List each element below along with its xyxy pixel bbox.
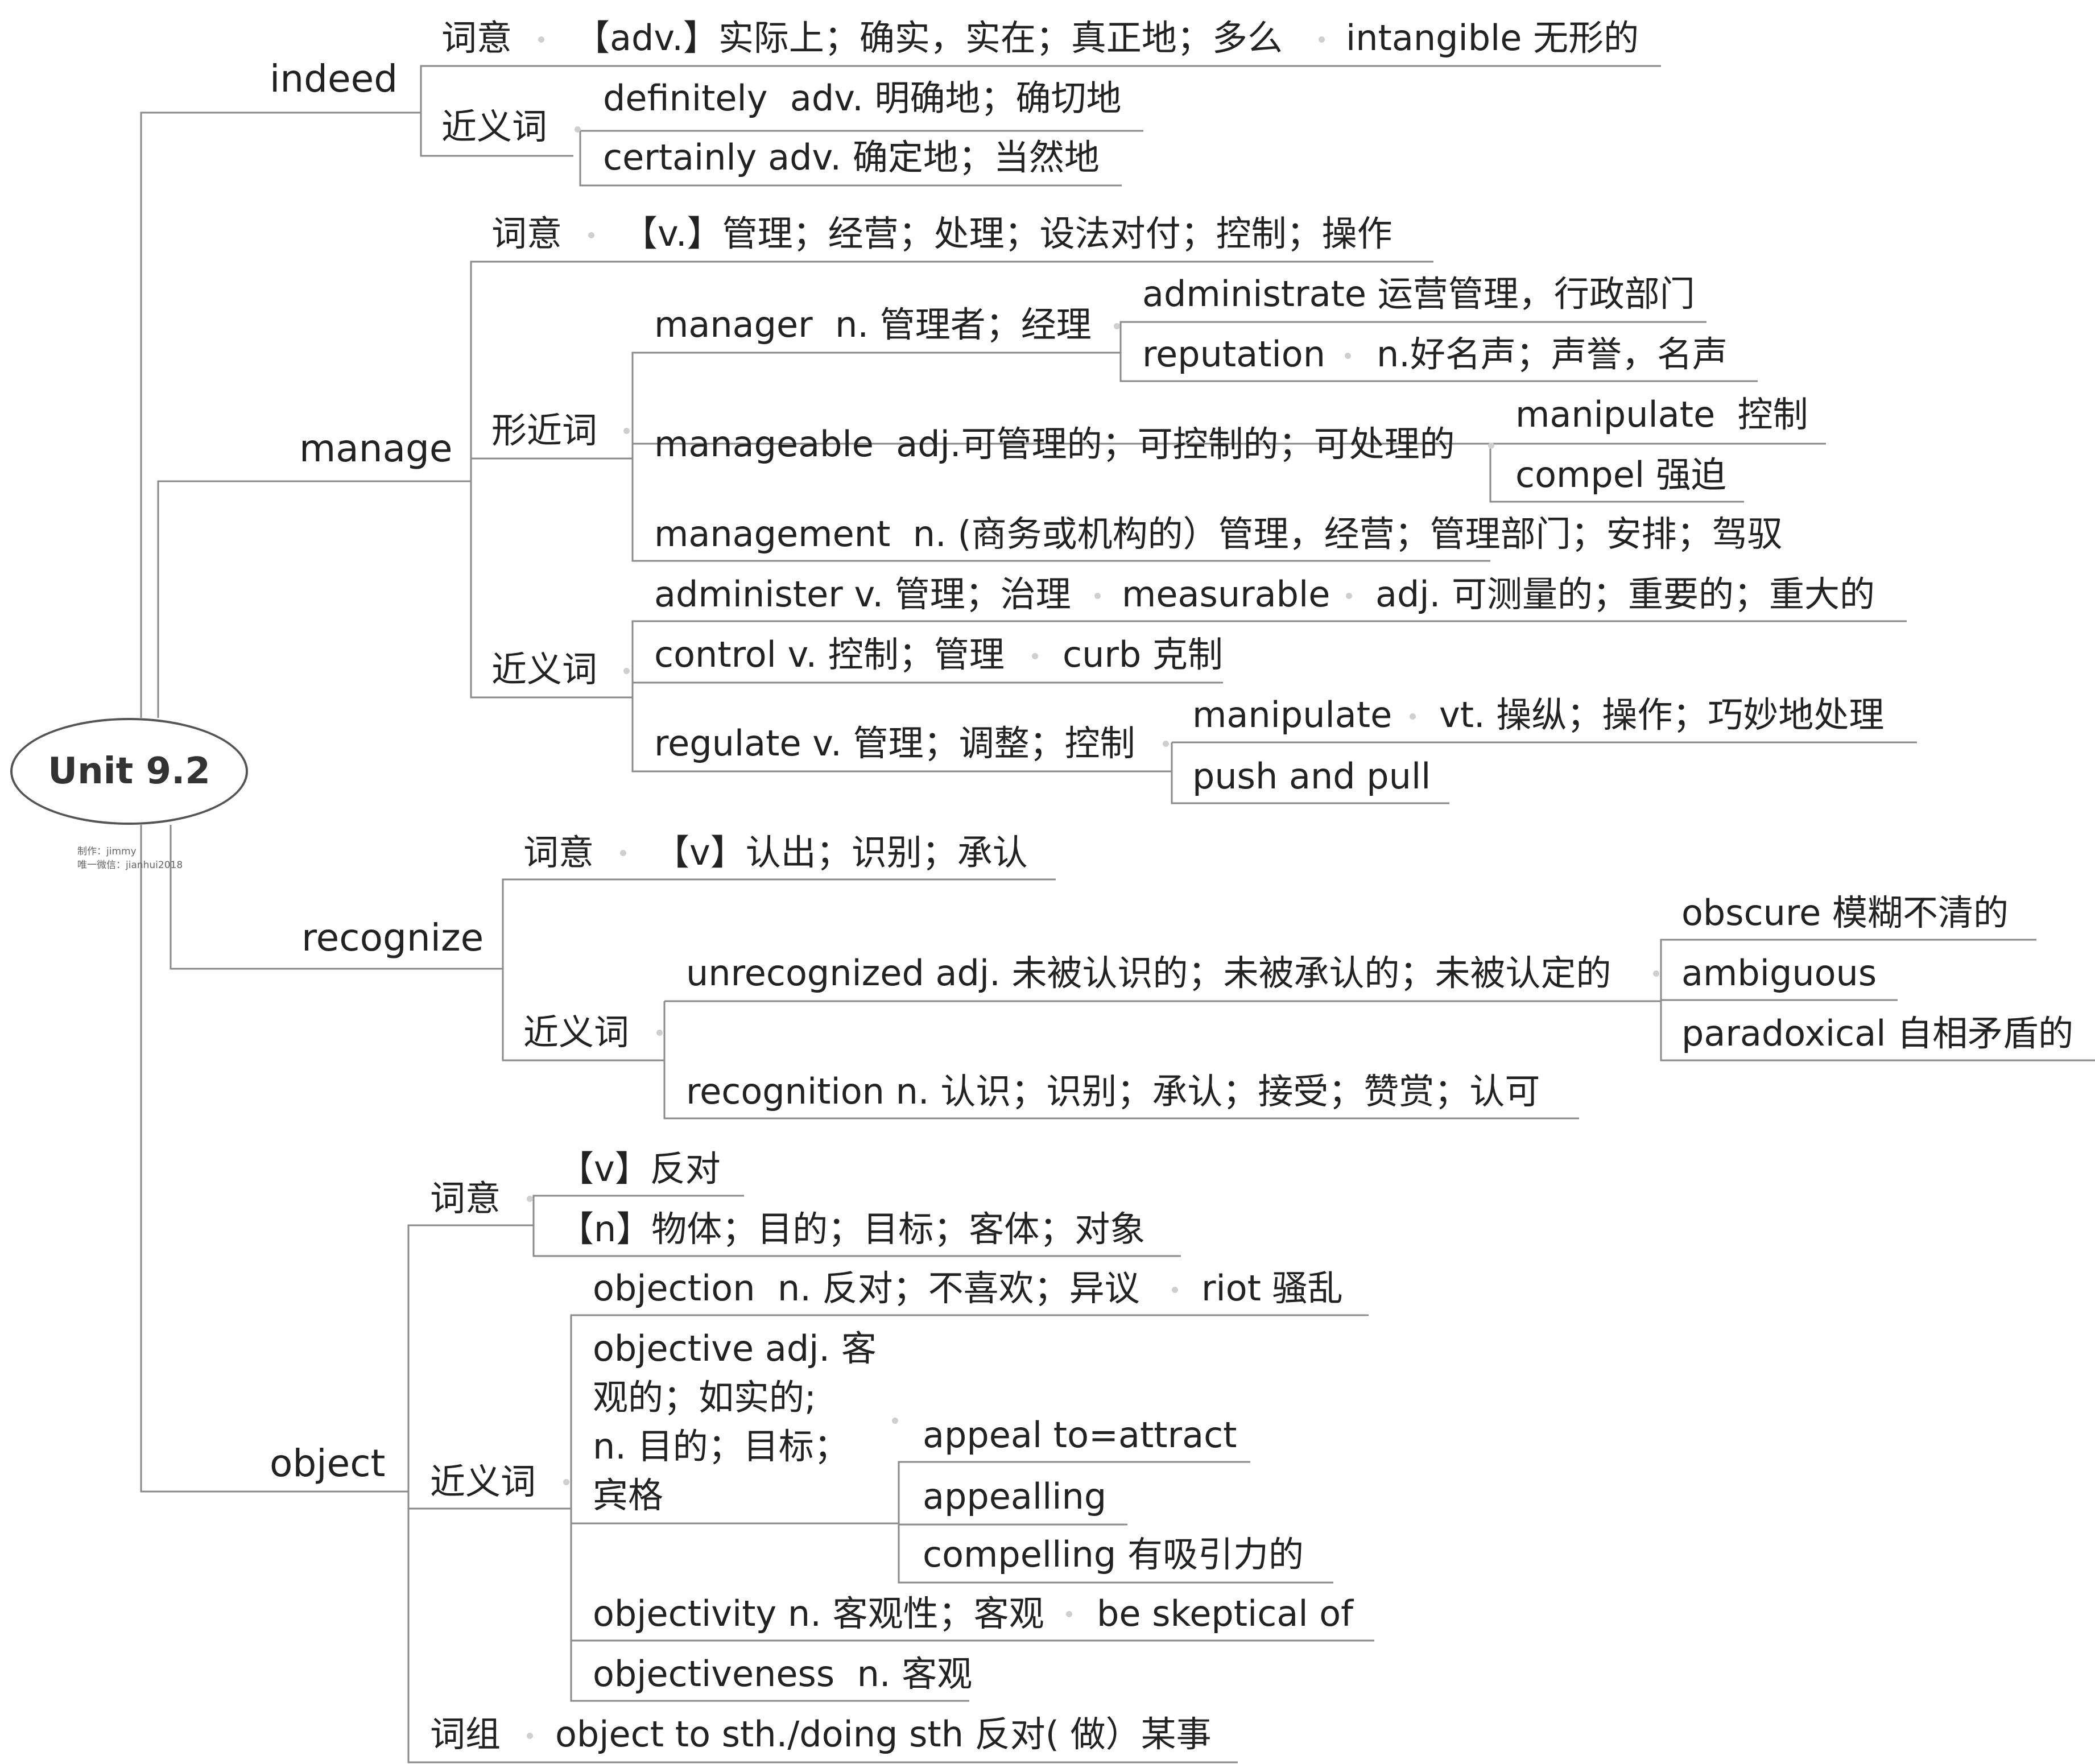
recognize-meaning: 【v】认出；识别；承认 [654,832,1028,873]
manage-regulate-manipulate: manipulate [1192,694,1392,736]
root-node[interactable] [10,718,248,825]
connector-dot [623,668,630,674]
indeed-syn-label: 近义词 [441,106,548,147]
connector-dot [656,1030,663,1036]
recognize-syn-label: 近义词 [523,1011,630,1053]
object-objection: objection n. 反对；不喜欢；异议 [593,1267,1140,1309]
connector-dot [1345,353,1351,359]
connector-dot [563,1479,569,1485]
recognize-meaning-label: 词意 [523,832,594,873]
connector-dot [538,36,544,43]
indeed-meaning: 【adv.】实际上；确实，实在；真正地；多么 [575,17,1283,59]
connector-dot [620,850,626,856]
manage-manageable: manageable adj.可管理的；可控制的；可处理的 [654,423,1455,465]
manage-regulate-manipulate-meaning: vt. 操纵；操作；巧妙地处理 [1439,694,1885,736]
object-syn-label: 近义词 [430,1461,536,1502]
object-objective-compelling: compelling 有吸引力的 [923,1534,1304,1575]
connector-dot [1032,653,1038,659]
connector-dot [1319,36,1325,43]
manage-similar-label: 形近词 [491,410,598,451]
object-objective: objective adj. 客 观的；如实的; n. 目的；目标； 宾格 [593,1328,877,1516]
branch-object[interactable]: object [270,1441,386,1485]
connector-dot [623,428,630,434]
connector-dot [1346,593,1352,599]
connector-dot [892,1418,898,1424]
object-meaning-label: 词意 [430,1178,501,1219]
connector-dot [1172,1287,1178,1293]
connector-dot [575,126,581,133]
manage-regulate: regulate v. 管理；调整；控制 [654,722,1135,764]
object-objectivity-skeptical: be skeptical of [1097,1593,1354,1634]
recognize-unrecognized: unrecognized adj. 未被认识的；未被承认的；未被认定的 [686,952,1611,994]
connector-dot [527,1733,533,1739]
manage-manageable-compel: compel 强迫 [1515,454,1726,495]
recognize-unrecognized-obscure: obscure 模糊不清的 [1681,892,2009,933]
manage-administer: administer v. 管理；治理 [654,573,1071,615]
manage-control: control v. 控制；管理 [654,634,1005,675]
connector-dot [1410,713,1416,720]
manage-syn-label: 近义词 [491,648,598,690]
object-meaning-noun: 【n】物体；目的；目标；客体；对象 [559,1208,1146,1250]
manage-manager-reputation-meaning: n.好名声；声誉，名声 [1377,333,1728,375]
object-objectivity: objectivity n. 客观性；客观 [593,1593,1044,1634]
manage-regulate-push-and-pull: push and pull [1192,755,1431,797]
connector-dot [1163,741,1169,747]
object-phrase: object to sth./doing sth 反对( 做）某事 [555,1713,1212,1755]
manage-meaning-label: 词意 [491,213,563,254]
connector-dot [527,1196,533,1202]
recognize-recognition: recognition n. 认识；识别；承认；接受；赞赏；认可 [686,1071,1540,1112]
connector-dot [1488,443,1494,449]
object-meaning-verb: 【v】反对 [559,1148,721,1189]
object-phrase-label: 词组 [430,1713,501,1755]
manage-manager-reputation: reputation [1142,333,1325,375]
manage-administer-measurable: measurable [1122,573,1330,615]
branch-recognize[interactable]: recognize [301,916,484,960]
object-objective-appeal: appeal to=attract [923,1414,1237,1456]
credit-contact: 唯一微信：jianhui2018 [77,860,183,871]
credit-author: 制作：jimmy [77,846,137,857]
branch-indeed[interactable]: indeed [270,57,398,101]
indeed-meaning-extra: intangible 无形的 [1346,17,1639,59]
manage-manageable-manipulate: manipulate 控制 [1515,394,1808,435]
indeed-syn-certainly: certainly adv. 确定地；当然地 [603,137,1100,178]
manage-management: management n. (商务或机构的）管理，经营；管理部门；安排；驾驭 [654,513,1783,555]
branch-manage[interactable]: manage [299,427,453,470]
indeed-syn-definitely: definitely adv. 明确地；确切地 [603,77,1122,119]
manage-manager: manager n. 管理者；经理 [654,304,1092,345]
manage-administer-measurable-meaning: adj. 可测量的；重要的；重大的 [1375,573,1875,615]
recognize-unrecognized-ambiguous: ambiguous [1681,952,1877,994]
object-objectiveness: objectiveness n. 客观 [593,1653,973,1695]
object-objection-riot: riot 骚乱 [1201,1267,1343,1309]
manage-control-curb: curb 克制 [1063,634,1223,675]
recognize-unrecognized-paradoxical: paradoxical 自相矛盾的 [1681,1013,2074,1054]
root-title: Unit 9.2 [48,750,210,792]
indeed-meaning-label: 词意 [441,17,513,59]
connector-dot [1094,593,1101,599]
manage-meaning: 【v.】管理；经营；处理；设法对付；控制；操作 [622,213,1392,254]
connector-dot [1114,323,1120,329]
connector-dot [588,232,594,238]
manage-manager-administrate: administrate 运营管理，行政部门 [1142,273,1695,315]
object-objective-appealling: appealling [923,1476,1107,1517]
connector-dot [1066,1611,1072,1617]
connector-dot [1653,970,1659,977]
